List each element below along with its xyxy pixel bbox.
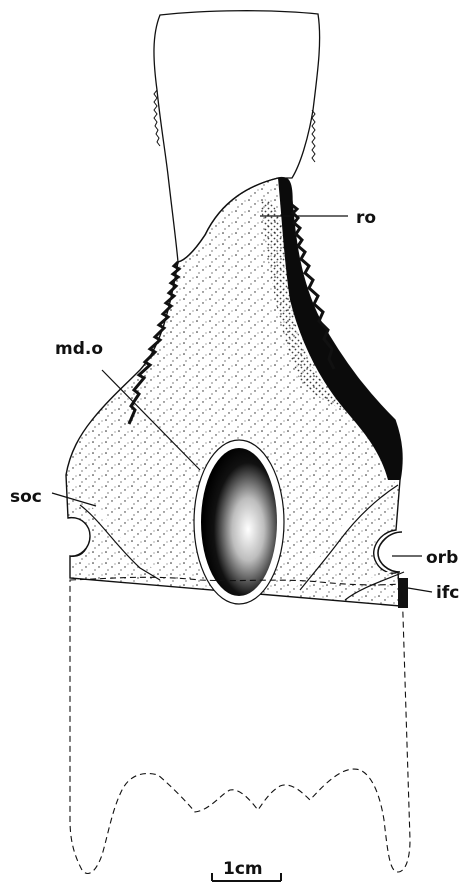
label-ro: ro <box>356 208 376 228</box>
median-dorsal-opening <box>201 448 277 596</box>
right-orbit-notch <box>378 532 402 572</box>
label-soc: soc <box>10 487 42 507</box>
restored-posterior-plate <box>70 577 410 873</box>
label-orb: orb <box>426 548 458 568</box>
rostral-right-serration <box>312 110 315 162</box>
ifc-leader <box>408 588 432 592</box>
scale-bar-label: 1cm <box>223 859 263 879</box>
label-ifc: ifc <box>436 583 459 603</box>
label-md-o: md.o <box>55 339 103 359</box>
